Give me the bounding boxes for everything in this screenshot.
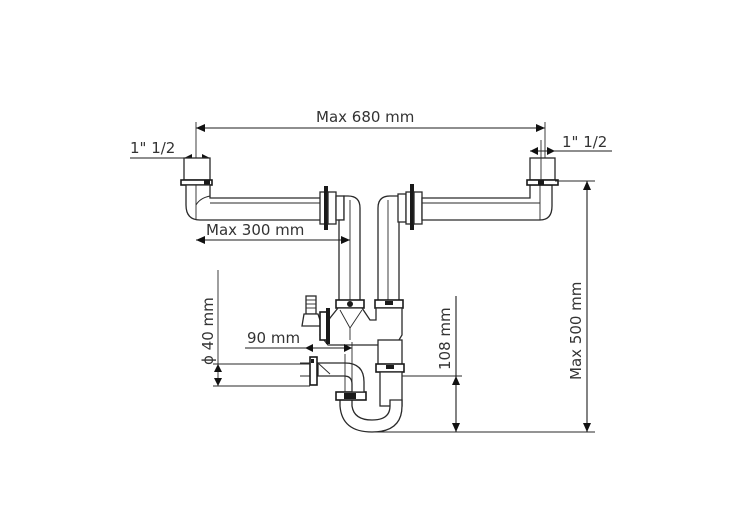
diameter-40-dimension: ϕ 40 mm xyxy=(199,270,310,387)
left-sink-inlet xyxy=(180,157,331,221)
right-inlet-dimension: 1" 1/2 xyxy=(530,133,612,155)
left-inlet-label: 1" 1/2 xyxy=(130,139,175,157)
90mm-label: 90 mm xyxy=(247,329,300,347)
108mm-label: 108 mm xyxy=(436,307,454,370)
right-inlet-label: 1" 1/2 xyxy=(562,133,607,151)
p-trap-bend xyxy=(335,363,595,433)
right-vertical-drop xyxy=(374,195,411,309)
side-outlet-40mm xyxy=(300,354,365,393)
max-300-label: Max 300 mm xyxy=(206,221,304,239)
max-500-dimension: Max 500 mm xyxy=(555,180,595,432)
diameter-40-label: ϕ 40 mm xyxy=(199,297,217,365)
max-680-dimension: Max 680 mm xyxy=(195,108,546,198)
max-680-label: Max 680 mm xyxy=(316,108,414,126)
108mm-dimension: 108 mm xyxy=(402,296,462,432)
right-horizontal-arm xyxy=(397,184,553,230)
max-300-dimension: Max 300 mm xyxy=(196,221,350,244)
tee-junction xyxy=(319,307,403,367)
hose-barb-connector xyxy=(301,295,330,344)
max-500-label: Max 500 mm xyxy=(567,282,585,380)
90mm-dimension: 90 mm xyxy=(245,329,353,392)
right-sink-inlet xyxy=(526,140,559,186)
